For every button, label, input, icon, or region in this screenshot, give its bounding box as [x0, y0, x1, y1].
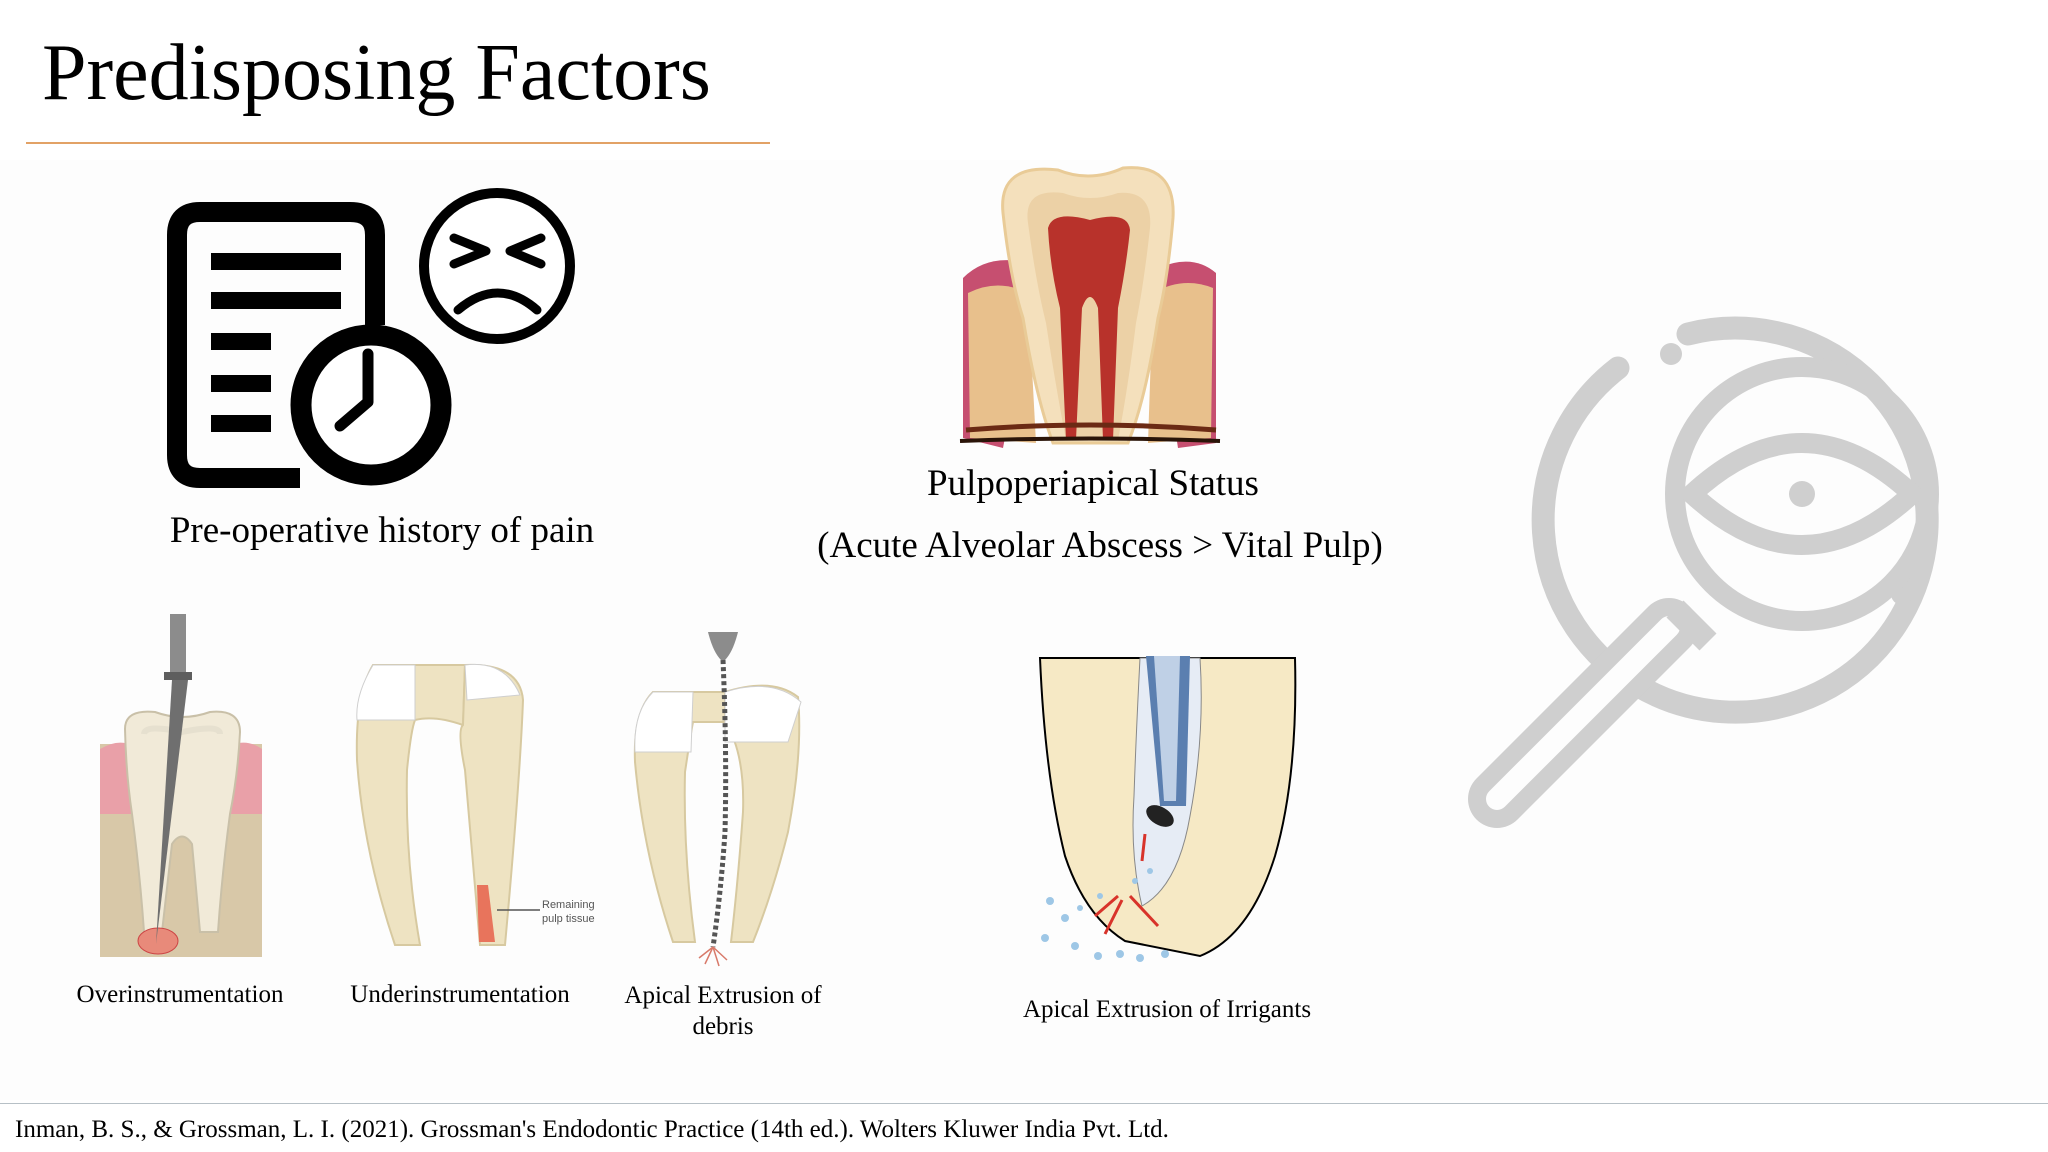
sad-face-icon [419, 188, 575, 344]
clock-icon [290, 324, 452, 486]
remaining-pulp-callout-line1: Remaining [542, 899, 595, 911]
debris-extrusion-image [633, 632, 802, 967]
footer-divider [0, 1103, 2048, 1104]
debris-extrusion-label-line2: debris [692, 1013, 754, 1040]
history-of-pain-label: Pre-operative history of pain [169, 510, 595, 551]
overinstrumentation-label: Overinstrumentation [76, 981, 284, 1008]
magnifier-eye-icon [1468, 316, 1939, 828]
tooth-cross-section-image [959, 166, 1221, 448]
pulpoperiapical-status-label: Pulpoperiapical Status [927, 463, 1259, 504]
title-underline [26, 142, 770, 144]
reference-citation: Inman, B. S., & Grossman, L. I. (2021). … [15, 1116, 1169, 1143]
remaining-pulp-callout-line2: pulp tissue [542, 913, 595, 925]
irrigant-extrusion-image [1038, 656, 1297, 962]
irrigant-extrusion-label: Apical Extrusion of Irrigants [1022, 996, 1312, 1023]
debris-extrusion-label-line1: Apical Extrusion of [624, 982, 822, 1009]
underinstrumentation-label: Underinstrumentation [350, 981, 570, 1008]
pulpoperiapical-status-detail: (Acute Alveolar Abscess > Vital Pulp) [817, 525, 1383, 566]
document-icon [167, 202, 385, 488]
slide-title: Predisposing Factors [42, 29, 711, 117]
overinstrumentation-image [100, 614, 262, 957]
underinstrumentation-image: Remaining pulp tissue [355, 663, 595, 946]
